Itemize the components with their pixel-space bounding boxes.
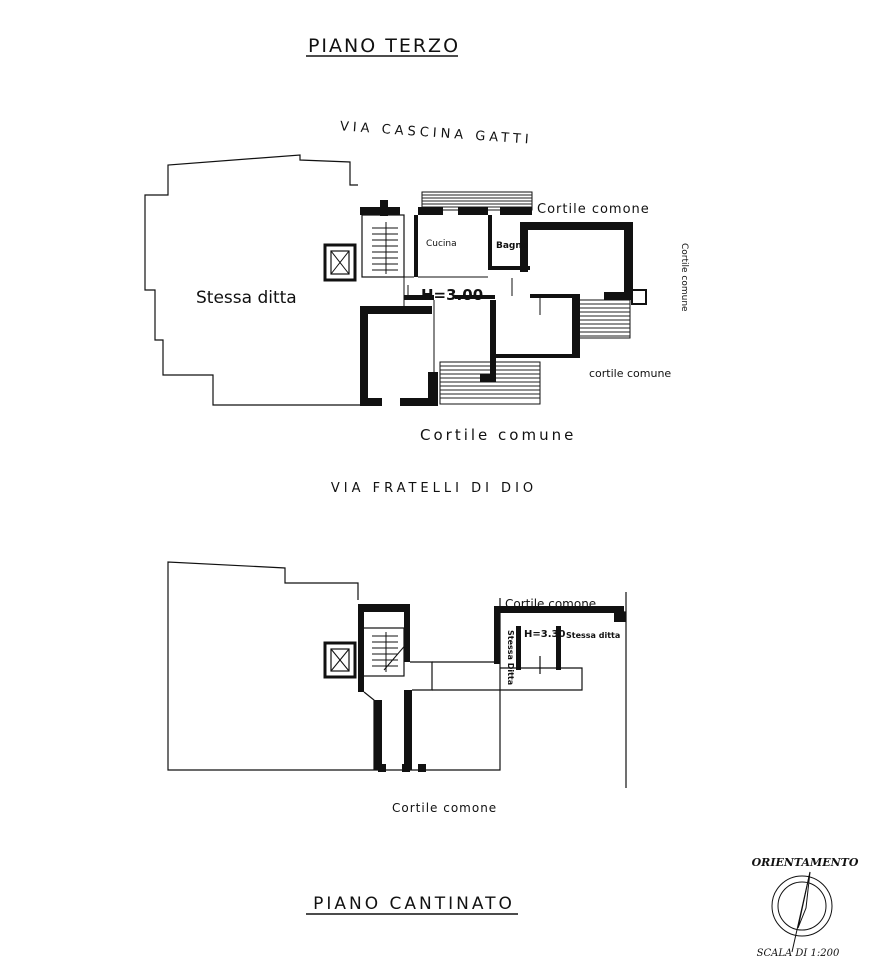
orientation-label: ORIENTAMENTO bbox=[752, 856, 859, 869]
scale-label: SCALA DI 1:200 bbox=[757, 948, 840, 957]
compass-icon bbox=[771, 871, 833, 953]
stairwell-basement bbox=[361, 627, 405, 677]
interior-lines-third bbox=[403, 276, 541, 372]
label-cortile-side-third: Cortile comune bbox=[679, 243, 689, 312]
balcony-hatch-right bbox=[577, 299, 631, 339]
neighbor-outline-third bbox=[144, 154, 362, 406]
label-cortile-bottom-third: Cortile comune bbox=[420, 426, 576, 444]
neighbor-outline-basement bbox=[167, 561, 501, 771]
label-cucina: Cucina bbox=[426, 239, 457, 249]
walls-third-floor bbox=[360, 200, 647, 406]
walls-basement bbox=[358, 604, 626, 772]
label-stessa-ditta-third: Stessa ditta bbox=[196, 288, 297, 308]
interior-lines-basement bbox=[363, 656, 583, 770]
street-south-label: VIA FRATELLI DI DIO bbox=[331, 481, 537, 496]
label-stessa-ditta-left-basement: Stessa Ditta bbox=[506, 630, 515, 685]
label-height-third: H=3.00 bbox=[421, 286, 483, 304]
label-height-basement: H=3.30 bbox=[524, 629, 565, 640]
label-bagno: Bagno bbox=[496, 241, 528, 251]
stair-steps-third bbox=[372, 222, 398, 274]
label-cortile-top-third: Cortile comone bbox=[537, 202, 650, 217]
label-stessa-ditta-right-basement: Stessa ditta bbox=[566, 631, 620, 640]
elevator-third bbox=[323, 243, 357, 282]
elevator-basement bbox=[323, 641, 357, 679]
street-north-label: VIA CASCINA GATTI bbox=[339, 119, 533, 147]
label-cortile-bottom-basement: Cortile comone bbox=[392, 801, 497, 815]
label-cortile-right-third: cortile comune bbox=[589, 367, 671, 380]
stair-steps-basement bbox=[372, 632, 409, 672]
label-cortile-top-basement: Cortile comone bbox=[505, 597, 596, 611]
title-piano-terzo: PIANO TERZO bbox=[308, 35, 460, 57]
title-piano-cantinato: PIANO CANTINATO bbox=[313, 894, 515, 914]
